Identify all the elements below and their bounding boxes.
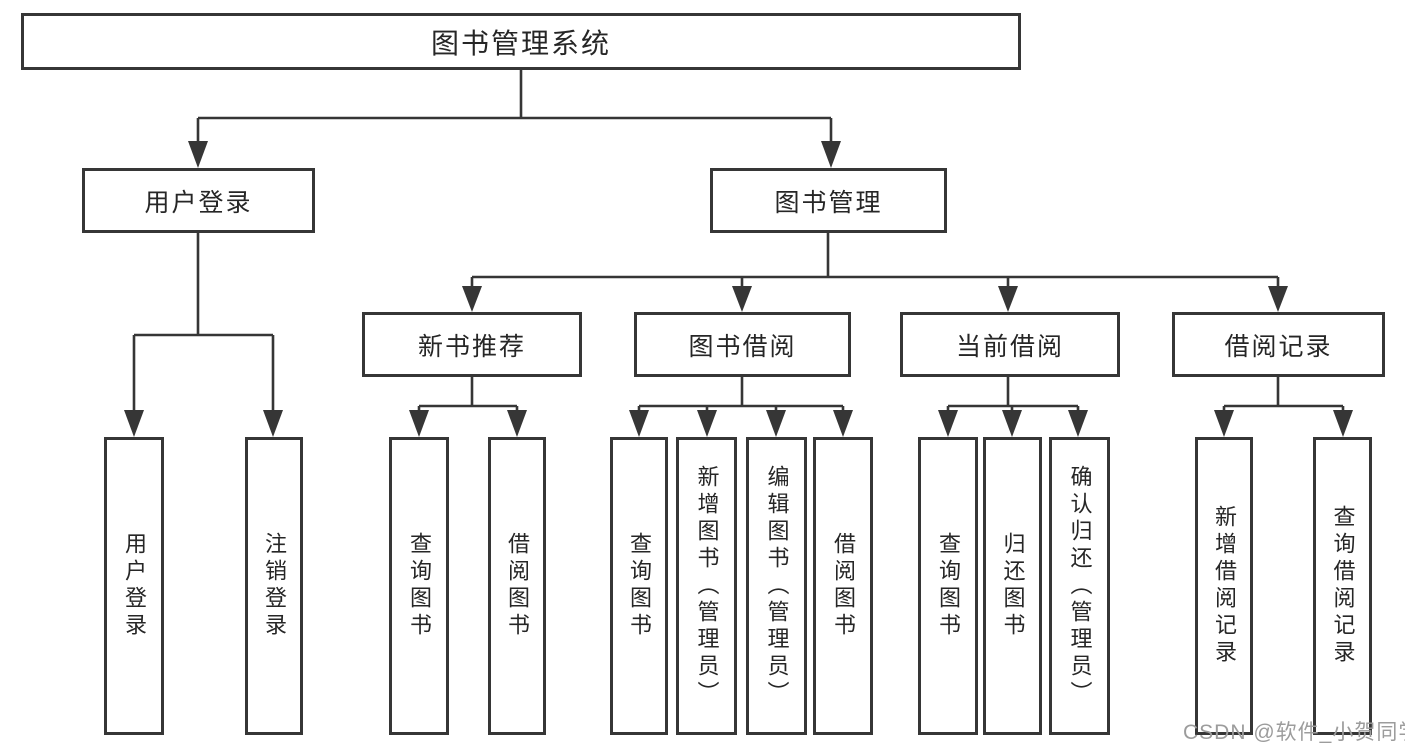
node-label: 确认归还（管理员）	[1067, 464, 1093, 708]
node-borrow-records: 借阅记录	[1172, 312, 1385, 377]
leaf-user-login: 用户登录	[104, 437, 164, 735]
node-label: 查询图书	[936, 532, 961, 640]
node-book-borrow: 图书借阅	[634, 312, 851, 377]
node-label: 新书推荐	[417, 332, 526, 361]
node-current-borrow: 当前借阅	[900, 312, 1120, 377]
node-user-login: 用户登录	[82, 168, 315, 233]
node-label: 借阅记录	[1224, 332, 1333, 361]
leaf-confirm-return-admin: 确认归还（管理员）	[1049, 437, 1110, 735]
leaf-logout: 注销登录	[245, 437, 303, 735]
node-label: 归还图书	[1000, 532, 1026, 640]
leaf-add-borrow-record: 新增借阅记录	[1195, 437, 1253, 735]
node-label: 查询图书	[407, 532, 432, 640]
node-library-system: 图书管理系统	[21, 13, 1021, 70]
node-label: 新增借阅记录	[1212, 505, 1237, 667]
leaf-query-borrow-record: 查询借阅记录	[1313, 437, 1372, 735]
node-label: 注销登录	[262, 532, 287, 640]
leaf-query-books-current: 查询图书	[918, 437, 978, 735]
node-label: 借阅图书	[831, 532, 856, 640]
leaf-query-books-recommend: 查询图书	[389, 437, 449, 735]
leaf-return-books: 归还图书	[983, 437, 1042, 735]
node-label: 图书管理系统	[430, 27, 611, 59]
node-label: 用户登录	[122, 532, 147, 640]
node-label: 图书管理	[774, 188, 883, 217]
leaf-query-books-borrow: 查询图书	[610, 437, 668, 735]
leaf-add-book-admin: 新增图书（管理员）	[676, 437, 737, 735]
leaf-borrow-books: 借阅图书	[813, 437, 873, 735]
leaf-borrow-books-recommend: 借阅图书	[488, 437, 546, 735]
node-label: 查询图书	[627, 532, 652, 640]
node-label: 查询借阅记录	[1330, 505, 1356, 667]
node-label: 新增图书（管理员）	[694, 464, 720, 708]
leaf-edit-book-admin: 编辑图书（管理员）	[746, 437, 807, 735]
node-label: 图书借阅	[688, 332, 797, 361]
node-label: 当前借阅	[955, 332, 1064, 361]
node-label: 编辑图书（管理员）	[764, 464, 790, 708]
node-label: 借阅图书	[505, 532, 530, 640]
node-book-management: 图书管理	[710, 168, 947, 233]
node-new-book-recommend: 新书推荐	[362, 312, 582, 377]
node-label: 用户登录	[144, 188, 253, 217]
watermark: CSDN @软件_小贺同学	[1183, 721, 1405, 744]
